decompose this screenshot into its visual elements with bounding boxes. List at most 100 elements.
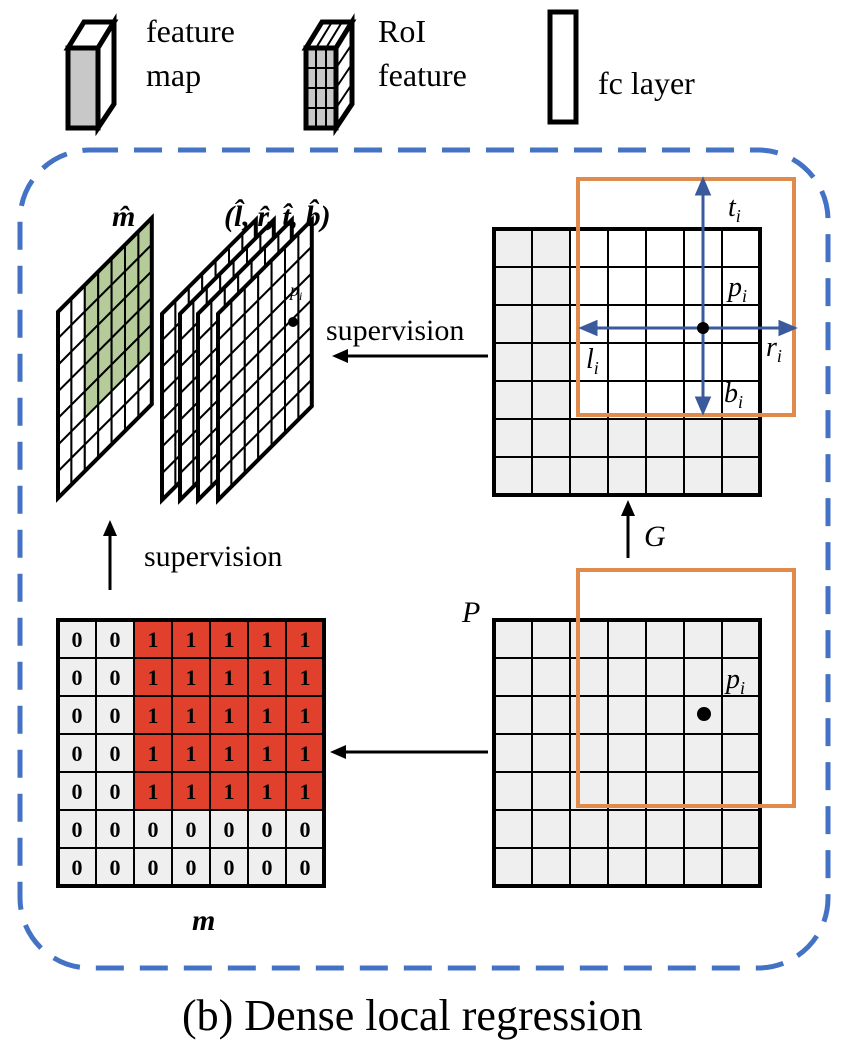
- m-grid-value: 0: [110, 817, 121, 842]
- g-grid-cell: [493, 342, 533, 382]
- t-i-label-letter: t: [728, 192, 737, 223]
- g-grid-cell: [721, 456, 761, 496]
- m-grid-value: 0: [72, 665, 83, 690]
- m-grid-value: 1: [262, 703, 273, 728]
- p-grid-cell: [607, 733, 647, 773]
- m-grid-border: [56, 618, 326, 888]
- p-grid-cell: [721, 619, 761, 659]
- m-grid-value: 0: [110, 779, 121, 804]
- m-grid-cell: [133, 619, 173, 659]
- p-grid-cell: [531, 771, 571, 811]
- g-grid-cell: [569, 228, 609, 268]
- m-grid-value: 1: [300, 703, 311, 728]
- m-grid-cell: [95, 695, 135, 735]
- g-grid-cell: [645, 342, 685, 382]
- fc-layer-legend-icon: [547, 9, 579, 125]
- m-grid-cell: [95, 657, 135, 697]
- g-grid-cell: [645, 304, 685, 344]
- p-grid-cell: [683, 809, 723, 849]
- p-grid-cell: [721, 657, 761, 697]
- m-grid-value: 1: [262, 665, 273, 690]
- p-i-label: pi: [726, 272, 747, 306]
- supervision-arrow-top: [332, 349, 488, 363]
- g-grid-cell: [531, 228, 571, 268]
- m-grid-value: 0: [72, 817, 83, 842]
- g-target-grid: [492, 227, 762, 497]
- g-grid-cell: [531, 456, 571, 496]
- m-grid-value: 0: [72, 741, 83, 766]
- m-grid-cell: [133, 847, 173, 887]
- p-grid-cell: [531, 619, 571, 659]
- m-grid-value: 0: [110, 627, 121, 652]
- m-grid-cell: [285, 657, 325, 697]
- p-grid-cell: [569, 733, 609, 773]
- g-grid-cell: [531, 380, 571, 420]
- p-grid-cell: [569, 809, 609, 849]
- m-grid-value: 1: [186, 703, 197, 728]
- p-i-lower-point: [697, 707, 711, 721]
- l-i-label: li: [586, 344, 599, 378]
- p-grid-cell: [531, 695, 571, 735]
- m-grid-value: 1: [224, 665, 235, 690]
- p-grid-border: [492, 618, 762, 888]
- p-i-small-point: [288, 317, 298, 327]
- p-label: P: [461, 596, 480, 629]
- m-grid-value: 0: [110, 703, 121, 728]
- p-grid-cell: [607, 847, 647, 887]
- p-grid-cell: [645, 695, 685, 735]
- g-grid-cell: [607, 304, 647, 344]
- p-grid-cell: [493, 847, 533, 887]
- m-grid-value: 1: [186, 779, 197, 804]
- p-grid-cell: [569, 619, 609, 659]
- m-grid-value: 0: [110, 741, 121, 766]
- supervision-label-left: supervision: [144, 540, 282, 573]
- m-grid-value: 0: [72, 779, 83, 804]
- p-i-lower-label-sub: i: [740, 678, 745, 698]
- ltrb-arrows: [578, 176, 798, 416]
- p-grid-cell: [607, 809, 647, 849]
- m-grid-value: 1: [186, 741, 197, 766]
- g-grid-cell: [493, 266, 533, 306]
- p-grid-cell: [721, 847, 761, 887]
- p-to-m-arrow: [330, 745, 488, 759]
- m-grid-value: 0: [110, 855, 121, 880]
- p-grid-cell: [569, 657, 609, 697]
- b-i-label: bi: [724, 378, 743, 412]
- roi-feature-legend-icon: [301, 13, 357, 137]
- g-grid-cell: [493, 304, 533, 344]
- p-grid-cell: [569, 695, 609, 735]
- ltrb-hat-label: (l̂, r̂, t̂, b̂): [224, 199, 331, 233]
- m-grid-cell: [209, 809, 249, 849]
- ltrb-grid-border: [216, 215, 314, 505]
- m-hat-grid: [56, 213, 154, 503]
- p-i-small-label-letter: p: [288, 280, 299, 300]
- p-grid-cell: [493, 695, 533, 735]
- p-grid-cell: [607, 695, 647, 735]
- p-grid-cell: [721, 733, 761, 773]
- m-grid-cell: [57, 847, 97, 887]
- m-grid-value: 0: [72, 627, 83, 652]
- m-grid-value: 1: [300, 779, 311, 804]
- p-i-lower-label-letter: p: [724, 664, 740, 695]
- feature-map-legend-icon: [63, 13, 119, 137]
- p-grid-cell: [607, 657, 647, 697]
- m-grid-value: 0: [224, 817, 235, 842]
- p-proposal-grid: [492, 618, 762, 888]
- g-grid-cell: [493, 380, 533, 420]
- m-grid-value: 1: [224, 627, 235, 652]
- p-i-center-point: [697, 322, 709, 334]
- m-grid-value: 1: [300, 665, 311, 690]
- p-orange-box: [576, 568, 796, 808]
- m-grid-value: 1: [300, 741, 311, 766]
- g-orange-box: [576, 177, 796, 417]
- m-grid-value: 0: [186, 855, 197, 880]
- p-i-label-letter: p: [726, 272, 742, 303]
- g-grid-cell: [645, 380, 685, 420]
- m-grid-value: 0: [148, 817, 159, 842]
- p-grid-cell: [721, 695, 761, 735]
- m-grid-cell: [171, 695, 211, 735]
- g-grid-cell: [645, 418, 685, 458]
- r-i-label-letter: r: [766, 332, 777, 363]
- ltrb-grid-layer: [216, 215, 314, 505]
